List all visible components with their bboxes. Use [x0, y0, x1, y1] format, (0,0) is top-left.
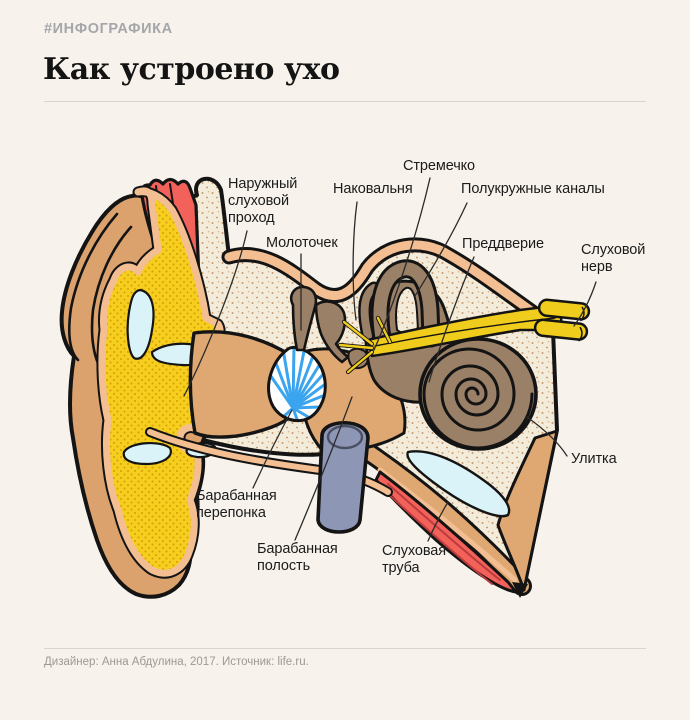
styloid-process	[316, 420, 370, 534]
label-semicircular-canals: Полукружные каналы	[461, 181, 605, 197]
top-divider	[44, 101, 646, 102]
label-auditory-nerve: Слуховой нерв	[581, 242, 646, 275]
label-incus: Наковальня	[333, 181, 413, 197]
label-tympanic-cavity: Барабанная полость	[257, 541, 338, 574]
label-eardrum: Барабанная перепонка	[196, 488, 277, 521]
label-auditory-tube: Слуховая труба	[382, 543, 446, 576]
footer-credit: Дизайнер: Анна Абдулина, 2017. Источник:…	[44, 656, 309, 668]
page-title: Как устроено ухо	[43, 52, 340, 87]
ossicles	[289, 285, 370, 370]
label-stapes: Стремечко	[403, 158, 476, 174]
nerve-stubs	[533, 298, 591, 342]
eustachian-tube	[358, 429, 559, 598]
auditory-nerve-shape	[337, 298, 591, 375]
label-cochlea: Улитка	[571, 451, 617, 467]
leader-lines	[183, 177, 597, 542]
label-vestibule: Преддверие	[462, 236, 544, 252]
label-malleus: Молоточек	[266, 235, 338, 251]
label-outer-ear-canal: Наружный слуховой проход	[228, 176, 298, 226]
bottom-divider	[44, 648, 646, 649]
air-cell	[406, 450, 511, 518]
cochlea-shape	[418, 337, 538, 451]
stapes-shape	[347, 347, 370, 370]
infographic-tag: #ИНФОГРАФИКА	[44, 21, 173, 37]
incus-shape	[314, 300, 350, 364]
eardrum-shape	[267, 345, 327, 423]
